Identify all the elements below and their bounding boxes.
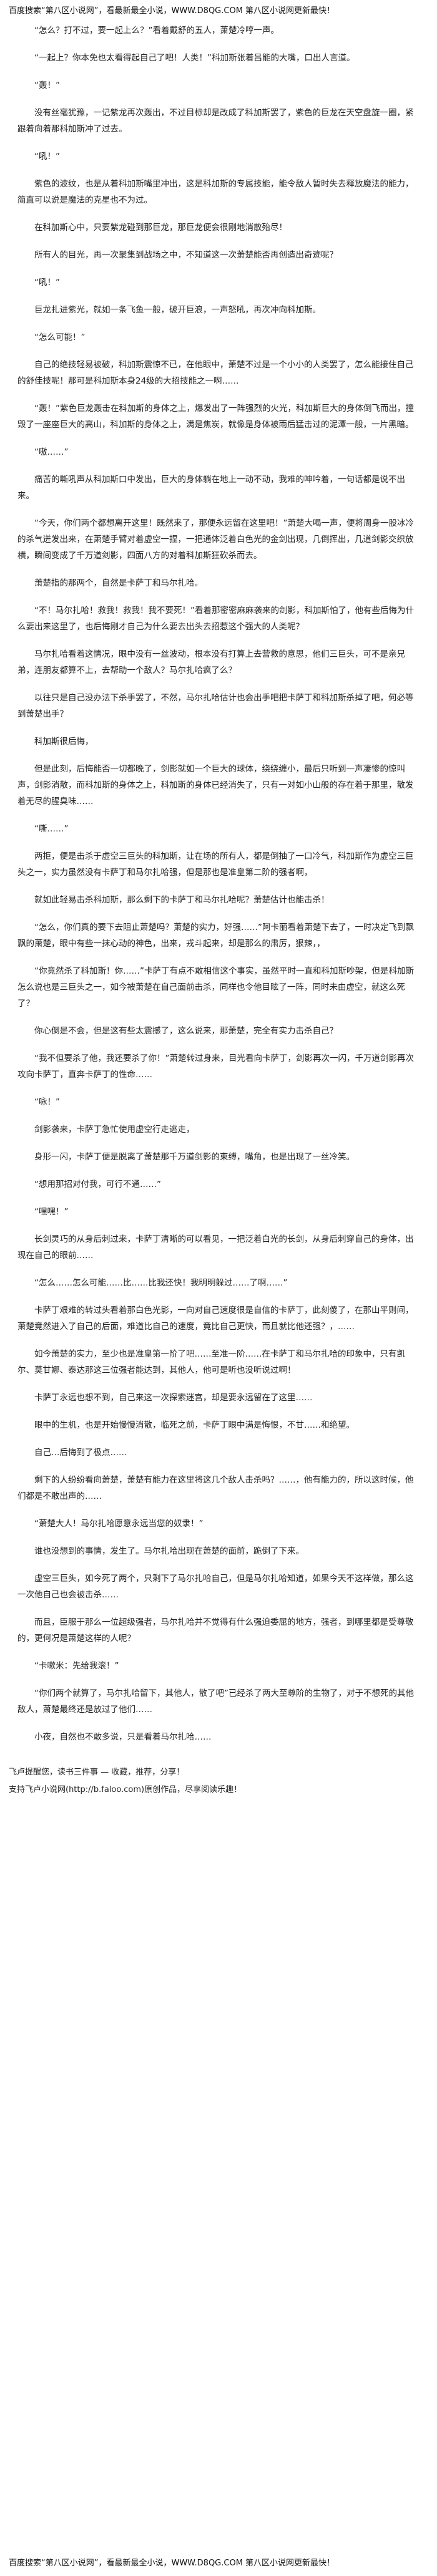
chapter-paragraph: 卡萨丁永远也想不到，自己来这一次探索迷宫，却是要永远留在了这里…… — [34, 1393, 313, 1403]
chapter-paragraph: 虚空三巨头，如今死了两个，只剩下了马尔扎哈自己，但是马尔扎哈知道，如果今天不这样… — [17, 1574, 414, 1600]
chapter-paragraph: 长剑灵巧的从身后刺过来，卡萨丁清晰的可以看见，一把泛着白光的长剑，从身后刺穿自己… — [17, 1234, 414, 1261]
chapter-paragraph: 但是此刻，后悔能否一切都晚了，剑影就如一个巨大的球体，绕绕缠小，最后只听到一声凄… — [17, 764, 414, 806]
chapter-paragraph: 剑影袭来，卡萨丁急忙使用虚空行走逃走， — [34, 1125, 195, 1135]
chapter-paragraph: “不！马尔扎哈！救我！救我！我不要死！”看着那密密麻麻袭来的剑影，科加斯怕了，他… — [17, 606, 414, 632]
chapter-paragraph: 在科加斯心中，只要紫龙碰到那巨龙，那巨龙便会很刚地消散殆尽！ — [34, 223, 287, 233]
chapter-paragraph: “嘶……” — [34, 824, 69, 834]
chapter-paragraph: “一起上？你本免也太看得起自己了吧！人类！”科加斯张着吕能的大嘴，口出人言道。 — [34, 53, 355, 63]
chapter-paragraph: 谁也没想到的事情，发生了。马尔扎哈出现在萧楚的面前，跪倒了下来。 — [34, 1546, 304, 1556]
site-banner-top: 百度搜索“第八区小说网”，看最新最全小说，WWW.D8QG.COM 第八区小说网… — [9, 6, 335, 16]
chapter-paragraph: “怎么……怎么可能……比……比我还快！我明明躲过……了啊……” — [34, 1278, 288, 1288]
chapter-paragraph: “轰！” — [34, 80, 60, 90]
chapter-paragraph: 眼中的生机，也是开始慢慢消散，临死之前，卡萨丁眼中满是悔恨，不甘……和绝望。 — [34, 1420, 355, 1430]
chapter-paragraph: “嘿嘿！” — [34, 1207, 69, 1217]
chapter-body: “怎么？打不过，要一起上么？”看着戴舒的五人，萧楚冷哼一声。 “一起上？你本免也太… — [0, 20, 437, 1745]
chapter-paragraph: “我不但要杀了他，我还要杀了你！”萧楚转过身来，目光看向卡萨丁，剑影再次一闪，千… — [17, 1053, 414, 1080]
chapter-footer: 飞卢提醒您，读书三件事 — 收藏，推荐，分享！ 支持飞卢小说网(http://b… — [0, 1756, 437, 1798]
chapter-paragraph: 身形一闪，卡萨丁便是脱离了萧楚那千万道剑影的束缚，嘴角，也是出现了一丝冷笑。 — [34, 1152, 355, 1162]
chapter-paragraph: “想用那招对付我，可行不通……” — [34, 1179, 161, 1189]
chapter-paragraph: 以往只是自己没办法下杀手罢了，不然，马尔扎哈估计也会出手吧把卡萨丁和科加斯杀掉了… — [17, 693, 414, 719]
chapter-paragraph: 科加斯很后悔， — [34, 737, 94, 747]
chapter-paragraph: 自己的绝技轻易被破，科加斯震惊不已，在他眼中，萧楚不过是一个小小的人类罢了，怎么… — [17, 360, 414, 386]
chapter-paragraph: 如今萧楚的实力，至少也是准皇第一阶了吧……至准一阶……在卡萨丁和马尔扎哈的印象中… — [17, 1349, 405, 1375]
chapter-paragraph: 紫色的波纹，也是从着科加斯嘴里冲出，这是科加斯的专属技能，能令敌人暂时失去释放魔… — [17, 179, 414, 205]
chapter-paragraph: 你心倒是不会，但是这有些太震撼了，这么说来，那萧楚，完全有实力击杀自己？ — [34, 1026, 338, 1036]
chapter-paragraph: 自己…后悔到了极点…… — [34, 1448, 127, 1458]
chapter-paragraph: “卡嗽米：先给我滚！” — [34, 1661, 119, 1671]
chapter-paragraph: 所有人的目光，再一次聚集到战场之中，不知道这一次萧楚能否再创造出奇迹呢？ — [34, 250, 338, 260]
chapter-paragraph: “你们两个就算了，马尔扎哈留下，其他人，散了吧”已经杀了两大至尊阶的生物了，对于… — [17, 1688, 414, 1715]
chapter-paragraph: 小夜，自然也不敢多说，只是看着马尔扎哈…… — [34, 1732, 212, 1742]
site-banner-bottom: 百度搜索“第八区小说网”，看最新最全小说，WWW.D8QG.COM 第八区小说网… — [9, 2559, 335, 2568]
chapter-paragraph: “今天，你们两个都想离开这里！既然来了，那便永远留在这里吧！”萧楚大喝一声，便将… — [17, 518, 414, 561]
chapter-paragraph: “怎么，你们真的要下去阻止萧楚吗？萧楚的实力，好强……”阿卡丽看着萧楚下去了，一… — [17, 922, 414, 949]
chapter-paragraph: “轰！”紫色巨龙轰击在科加斯的身体之上，爆发出了一阵强烈的火光，科加斯巨大的身体… — [17, 404, 414, 430]
chapter-paragraph: 两拒，便是击杀于虚空三巨头的科加斯，让在场的所有人，都是倒抽了一口冷气，科加斯作… — [17, 851, 414, 878]
chapter-paragraph: 剩下的人纷纷看向萧楚，萧楚有能力在这里将这几个敌人击杀吗？……，他有能力的，所以… — [17, 1475, 414, 1501]
chapter-paragraph: “嗷……” — [34, 447, 69, 457]
footer-support-link[interactable]: 支持飞卢小说网(http://b.faloo.com)原创作品，尽享阅读乐趣！ — [9, 1785, 242, 1794]
chapter-paragraph: “你竟然杀了科加斯！你……”卡萨丁有点不敢相信这个事实，虽然平时一直和科加斯吵架… — [17, 966, 414, 1009]
footer-note: 飞卢提醒您，读书三件事 — 收藏，推荐，分享！ — [9, 1768, 185, 1777]
chapter-paragraph: “咏！” — [34, 1097, 60, 1107]
chapter-paragraph: 巨龙扎进紫光，就如一条飞鱼一般，破开巨浪，一声怒吼，再次冲向科加斯。 — [34, 305, 321, 315]
chapter-paragraph: 卡萨丁艰难的转过头看着那白色光影，一向对自己速度很是自信的卡萨丁，此刻傻了，在那… — [17, 1305, 414, 1332]
chapter-paragraph: 马尔扎哈看着这情况，眼中没有一丝波动，根本没有打算上去营救的意思，他们三巨头，可… — [17, 649, 405, 675]
chapter-paragraph: 就如此轻易击杀科加斯，那么剩下的卡萨丁和马尔扎哈呢？萧楚估计也能击杀！ — [34, 895, 330, 905]
chapter-paragraph: 萧楚指的那两个，自然是卡萨丁和马尔扎哈。 — [34, 578, 203, 588]
chapter-paragraph: “吼！” — [34, 278, 60, 288]
chapter-paragraph: “吼！” — [34, 152, 60, 162]
chapter-paragraph: “怎么？打不过，要一起上么？”看着戴舒的五人，萧楚冷哼一声。 — [34, 26, 279, 36]
chapter-paragraph: 没有丝毫犹豫，一记紫龙再次轰出，不过目标却是改成了科加斯罢了，紫色的巨龙在天空盘… — [17, 108, 414, 134]
chapter-paragraph: “怎么可能！” — [34, 332, 86, 342]
chapter-paragraph: 而且，臣服于那么一位超级强者，马尔扎哈并不觉得有什么强迫委屈的地方，强者，到哪里… — [17, 1617, 414, 1644]
chapter-paragraph: “萧楚大人！马尔扎哈愿意永远当您的奴隶！” — [34, 1519, 204, 1529]
chapter-paragraph: 痛苦的嘶吼声从科加斯口中发出，巨大的身体躺在地上一动不动，我难的呻吟着，一句话都… — [17, 475, 405, 501]
